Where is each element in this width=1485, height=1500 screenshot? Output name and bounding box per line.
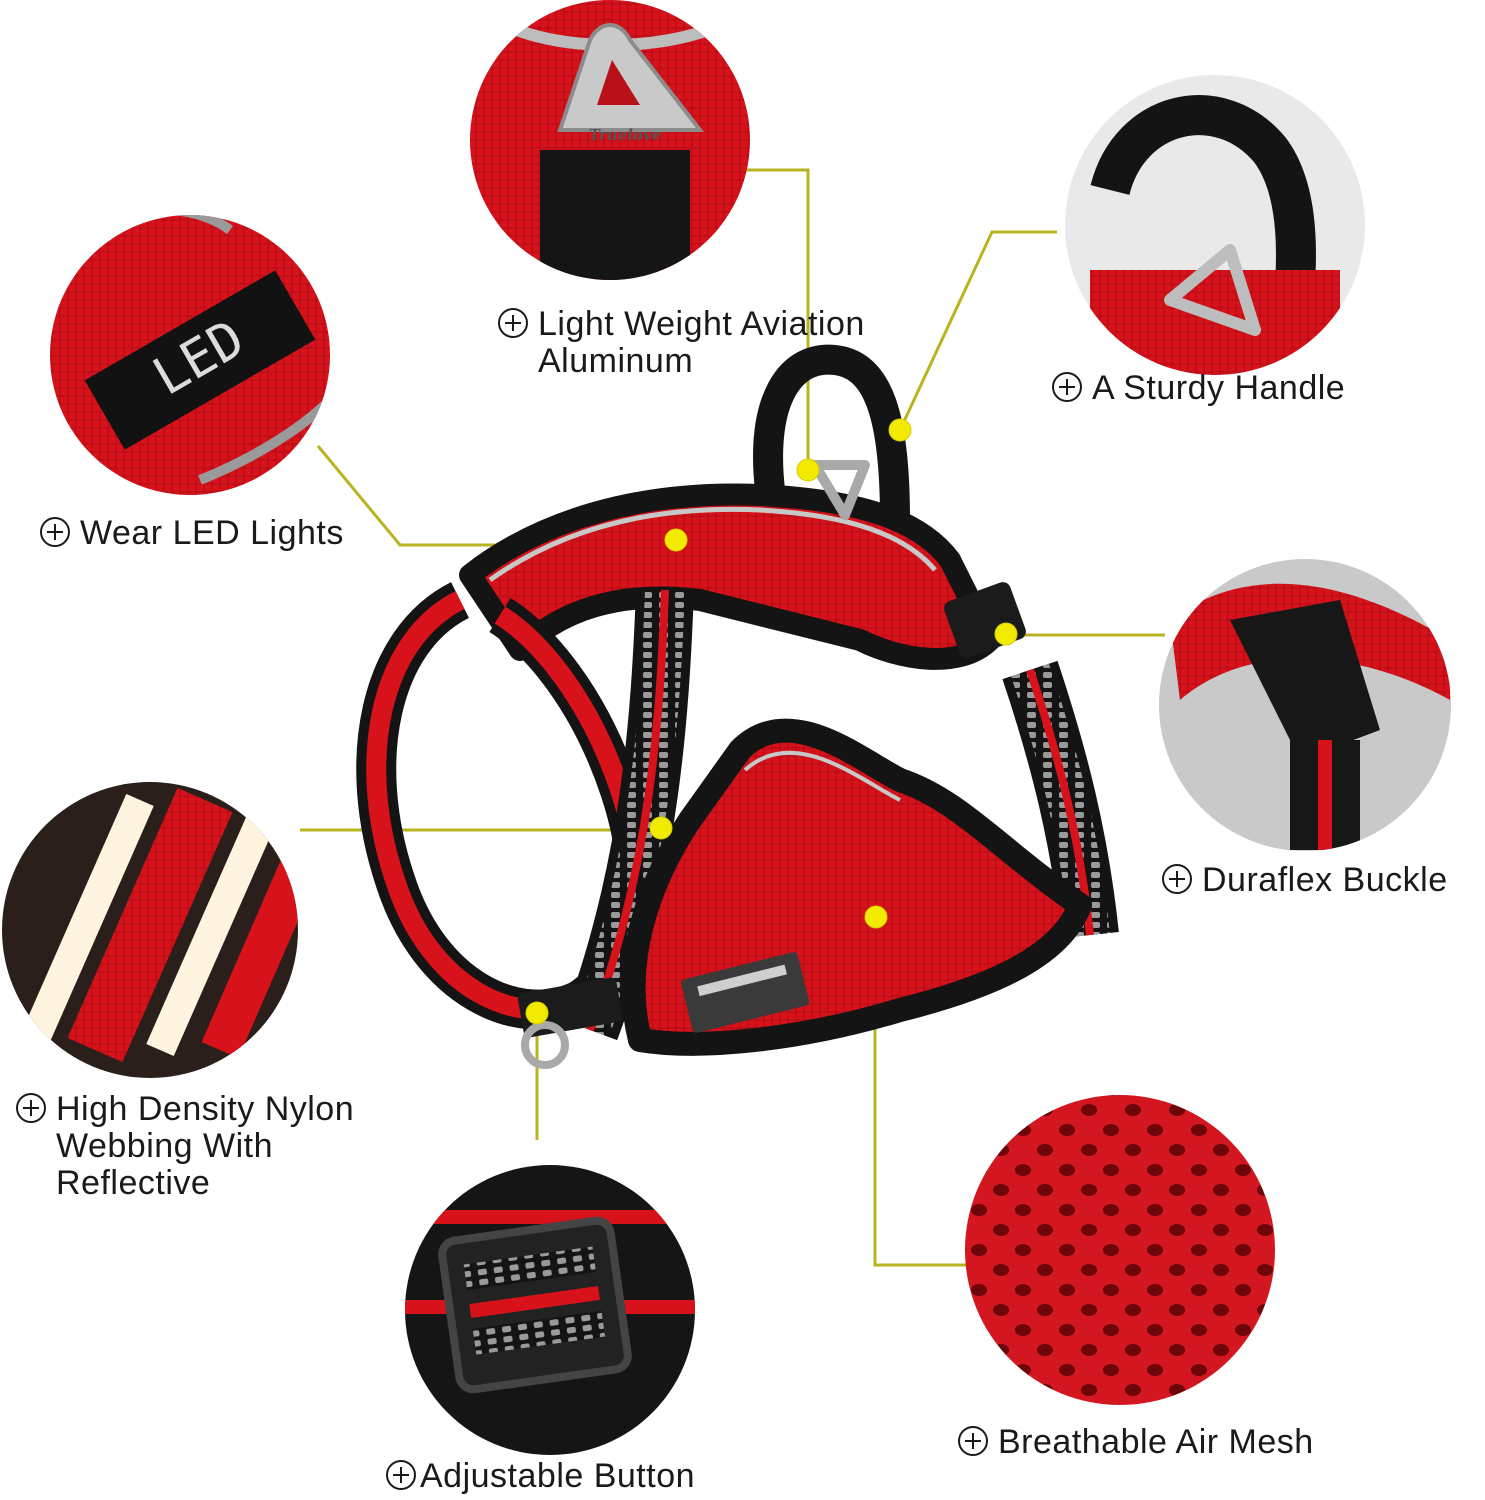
harness-d-ring (810, 460, 870, 520)
detail-circle-buckle (1159, 559, 1451, 851)
feature-text: Breathable Air Mesh (998, 1423, 1314, 1461)
plus-circle-icon (1162, 864, 1192, 894)
plus-circle-icon (958, 1426, 988, 1456)
feature-text: Aluminum (538, 342, 694, 380)
plus-circle-icon (16, 1093, 46, 1123)
harness-side-ring (521, 1021, 569, 1069)
detail-circle-webbing (2, 782, 298, 1078)
plus-circle-icon (386, 1460, 416, 1490)
plus-circle-icon (40, 517, 70, 547)
callout-dot-led (664, 528, 688, 552)
feature-text: Duraflex Buckle (1202, 861, 1448, 899)
feature-text: Reflective (56, 1164, 211, 1202)
feature-label-webbing: High Density Nylon Webbing With Reflecti… (16, 1091, 354, 1202)
feature-label-aluminum: Light Weight Aviation Aluminum (498, 306, 865, 380)
callout-line-handle (898, 230, 1057, 431)
callout-dot-webbing (649, 816, 673, 840)
feature-text: Light Weight Aviation (538, 305, 865, 343)
feature-label-button: Adjustable Button (386, 1458, 695, 1495)
callout-dot-buckle (994, 622, 1018, 646)
callout-dot-button (525, 1001, 549, 1025)
feature-text: Adjustable Button (420, 1457, 696, 1495)
plus-circle-icon (1052, 372, 1082, 402)
feature-label-mesh: Breathable Air Mesh (958, 1424, 1314, 1461)
detail-circle-handle (1065, 75, 1365, 375)
harness-main (356, 344, 1119, 1069)
feature-label-led: Wear LED Lights (40, 515, 344, 552)
harness-back-panel (459, 483, 1001, 670)
callout-dot-mesh (864, 905, 888, 929)
callout-dot-aluminum (796, 458, 820, 482)
plus-circle-icon (498, 308, 528, 338)
callout-line-mesh (873, 918, 968, 1267)
detail-circle-button (405, 1165, 695, 1455)
feature-label-handle: A Sturdy Handle (1052, 370, 1345, 407)
feature-text: Webbing With (56, 1127, 274, 1165)
brand-engraving: Truelove (589, 126, 661, 144)
detail-circle-aluminum: Truelove (470, 0, 750, 280)
feature-text: Wear LED Lights (80, 514, 344, 552)
detail-circle-mesh (965, 1095, 1275, 1405)
feature-text: High Density Nylon (56, 1090, 355, 1128)
feature-label-buckle: Duraflex Buckle (1162, 862, 1448, 899)
callout-dots (525, 418, 1018, 1025)
callout-dot-handle (888, 418, 912, 442)
detail-circle-led: LED (50, 215, 330, 495)
harness-handle (753, 344, 910, 535)
feature-text: A Sturdy Handle (1092, 369, 1346, 407)
